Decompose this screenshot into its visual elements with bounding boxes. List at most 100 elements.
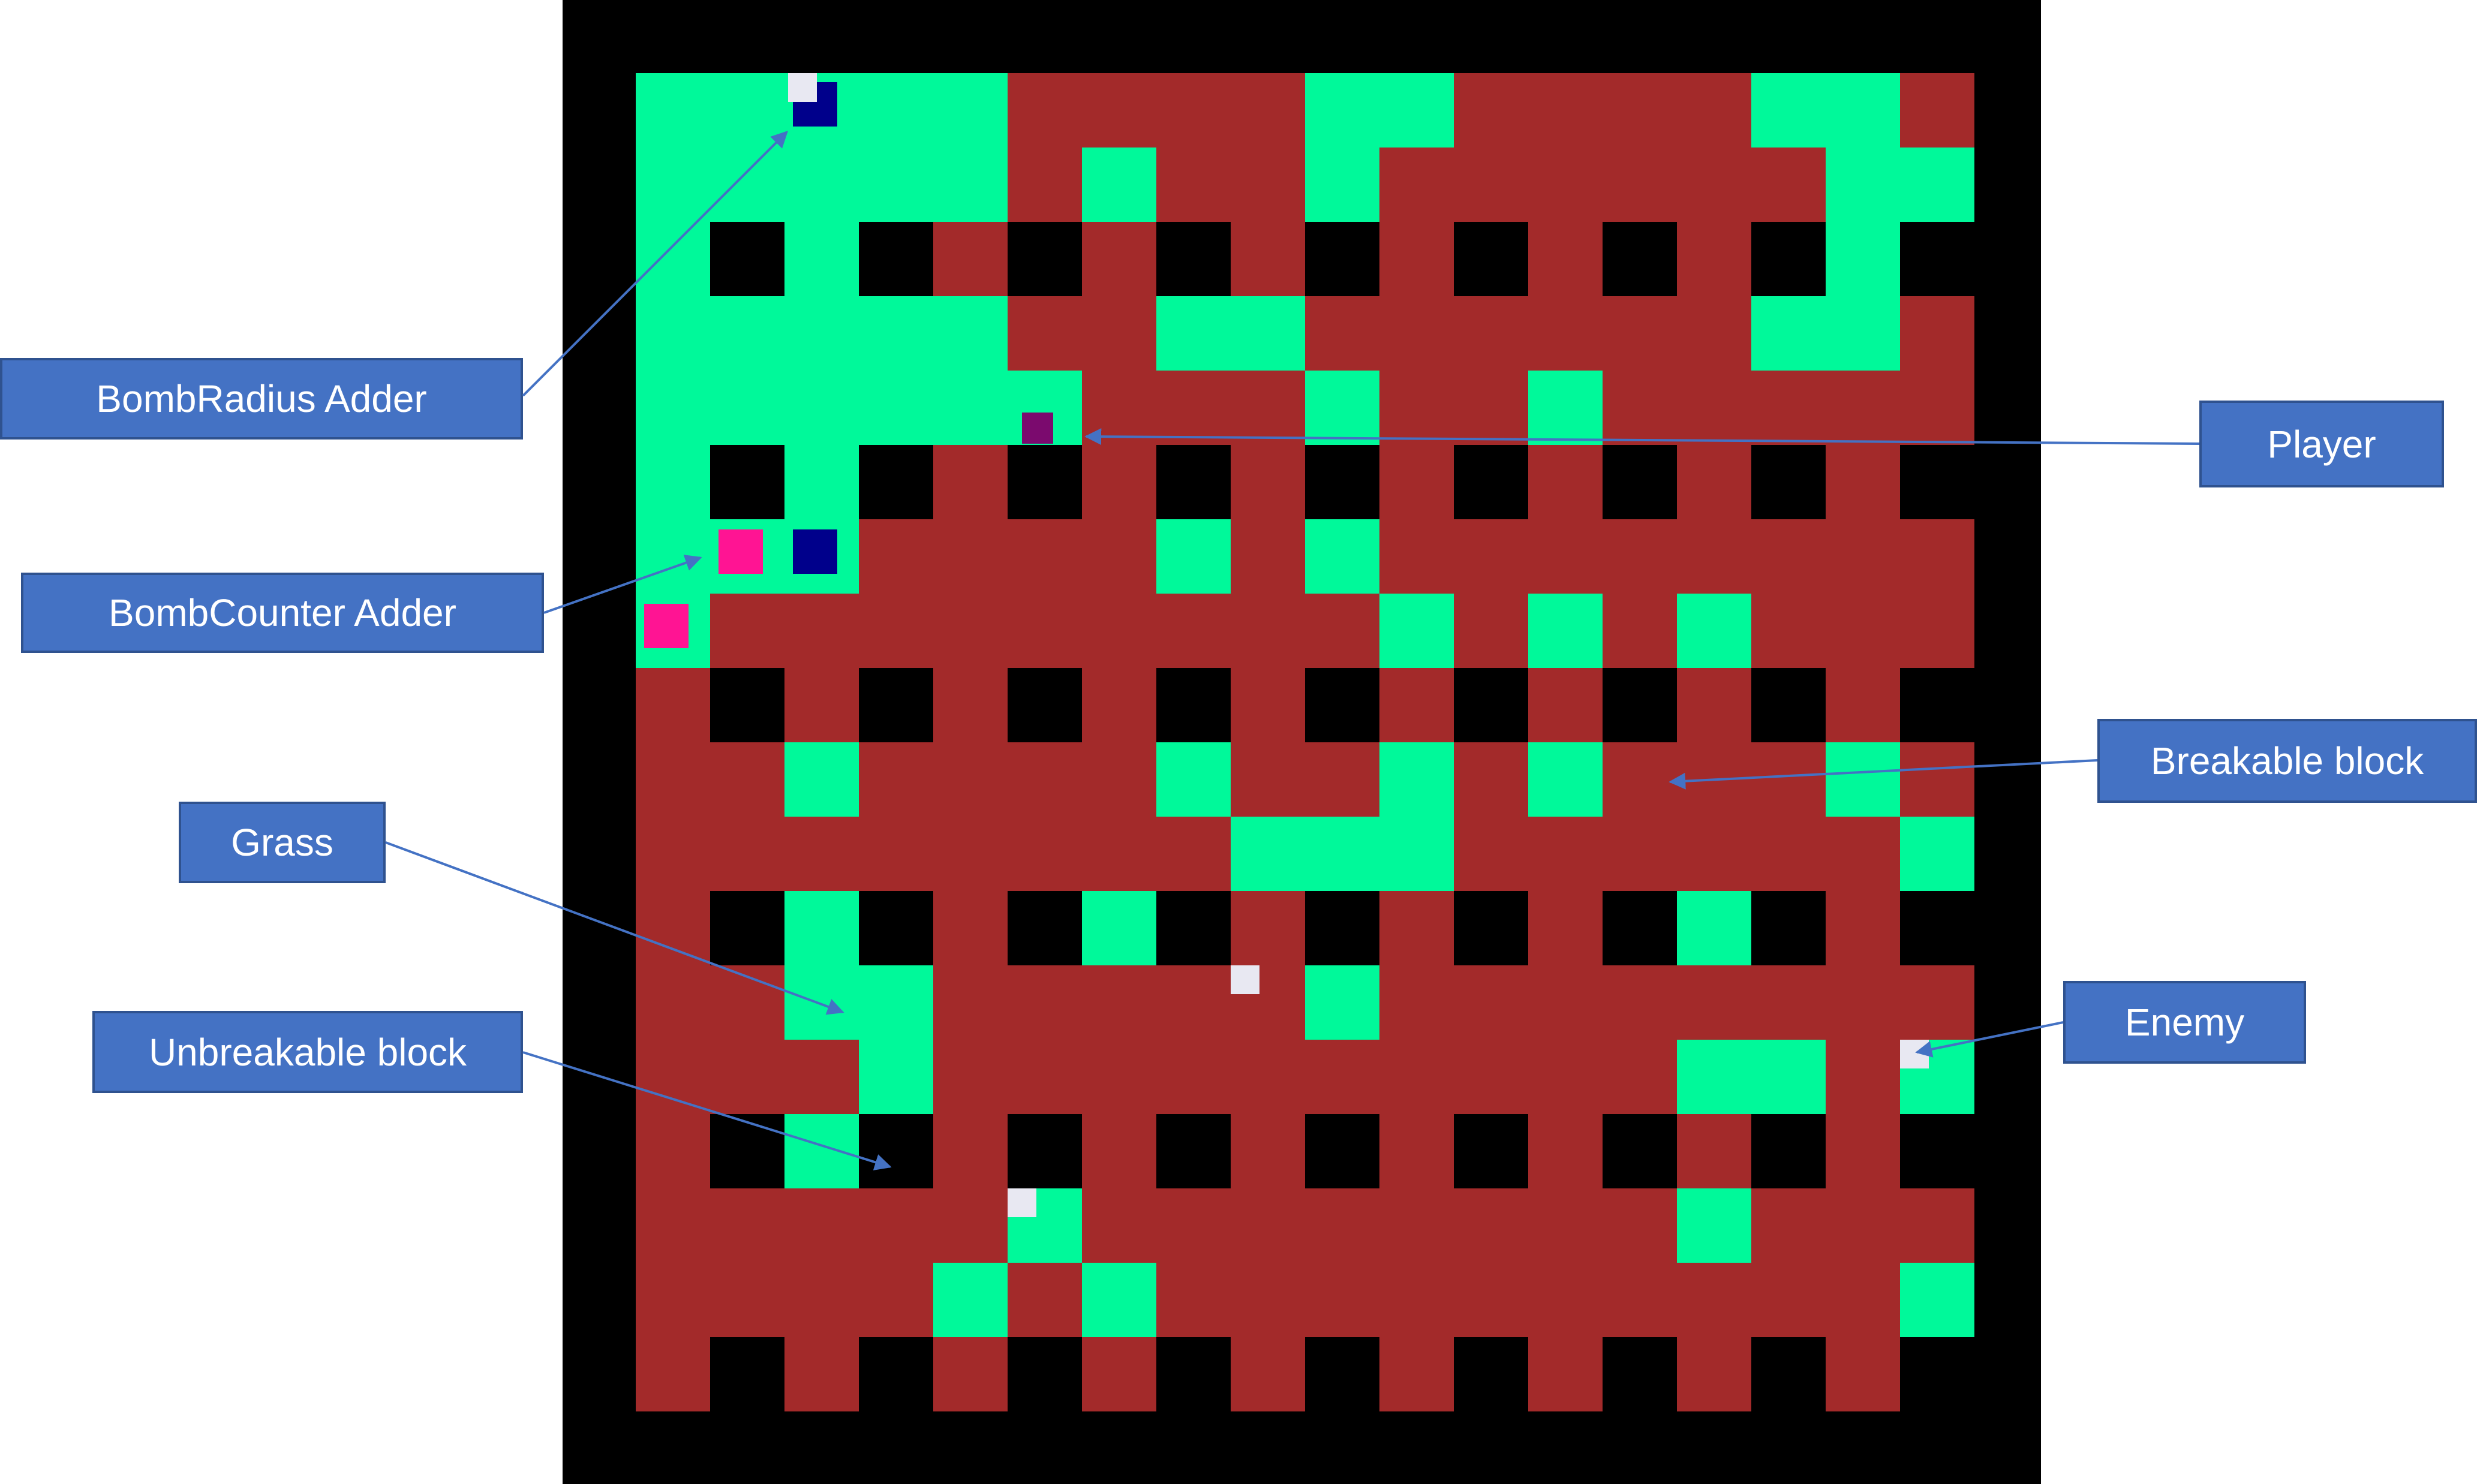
breakable-block [933,1337,1008,1411]
grass-tile [1528,594,1603,668]
breakable-block [1454,594,1528,668]
breakable-block [1528,1188,1603,1263]
grass-tile [1231,817,1305,891]
breakable-block [1231,891,1305,965]
breakable-block [1231,594,1305,668]
breakable-block [933,668,1008,742]
unbreakable-block [1751,891,1826,965]
breakable-block [1305,1188,1379,1263]
breakable-block [1677,965,1751,1040]
breakable-block [1677,222,1751,296]
breakable-block [933,742,1008,817]
grass-tile [1528,371,1603,445]
grass-tile [859,965,933,1040]
breakable-block [1454,965,1528,1040]
breakable-block [1528,817,1603,891]
unbreakable-block [1454,1114,1528,1188]
breakable-block [1454,1040,1528,1114]
unbreakable-block [710,891,784,965]
breakable-block [784,1337,859,1411]
breakable-block [1305,742,1379,817]
grass-tile [859,148,933,222]
grass-tile [859,296,933,371]
grass-tile [636,148,710,222]
breakable-block [1751,742,1826,817]
breakable-block [859,594,933,668]
unbreakable-block [1305,668,1379,742]
breakable-block [1528,965,1603,1040]
grass-tile [636,222,710,296]
breakable-block [1231,1337,1305,1411]
unbreakable-block [1603,222,1677,296]
breakable-block [933,1188,1008,1263]
grass-tile [1305,817,1379,891]
breakable-block [1008,594,1082,668]
breakable-block [1379,668,1454,742]
breakable-block [1008,965,1082,1040]
breakable-block [1082,742,1156,817]
unbreakable-block [1603,1337,1677,1411]
breakable-block [1751,817,1826,891]
grass-tile [1826,742,1900,817]
unbreakable-block [710,1114,784,1188]
breakable-block [1826,1337,1900,1411]
label-bomb-radius-adder: BombRadius Adder [0,358,523,440]
grass-tile [636,296,710,371]
breakable-block [1677,296,1751,371]
breakable-block [784,1188,859,1263]
unbreakable-block [1454,222,1528,296]
breakable-block [1008,817,1082,891]
breakable-block [1603,519,1677,594]
breakable-block [1379,1337,1454,1411]
breakable-block [1751,371,1826,445]
label-enemy: Enemy [2063,981,2306,1064]
bomb-counter-adder [719,529,763,574]
breakable-block [1231,1188,1305,1263]
grass-tile [1156,296,1231,371]
grass-tile [1379,594,1454,668]
enemy [1231,965,1259,994]
breakable-block [1826,1040,1900,1114]
grass-tile [784,371,859,445]
breakable-block [1082,371,1156,445]
breakable-block [784,668,859,742]
breakable-block [1677,742,1751,817]
breakable-block [710,594,784,668]
breakable-block [1008,742,1082,817]
grass-tile [1826,148,1900,222]
breakable-block [1231,668,1305,742]
grass-tile [1677,1040,1751,1114]
breakable-block [1751,148,1826,222]
breakable-block [1156,1188,1231,1263]
breakable-block [1082,73,1156,148]
breakable-block [1603,1188,1677,1263]
breakable-block [1603,594,1677,668]
grass-tile [636,73,710,148]
breakable-block [1454,1188,1528,1263]
breakable-block [1677,1263,1751,1337]
breakable-block [1826,891,1900,965]
grass-tile [784,296,859,371]
grass-tile [784,1114,859,1188]
breakable-block [1826,445,1900,519]
unbreakable-block [1305,1114,1379,1188]
grass-tile [933,296,1008,371]
breakable-block [1305,594,1379,668]
breakable-block [1231,1040,1305,1114]
unbreakable-block [1900,1114,1974,1188]
breakable-block [1379,891,1454,965]
breakable-block [933,1040,1008,1114]
grass-tile [1379,73,1454,148]
grass-tile [1751,1040,1826,1114]
breakable-block [1826,668,1900,742]
grass-tile [1677,594,1751,668]
breakable-block [1008,1263,1082,1337]
breakable-block [1603,817,1677,891]
breakable-block [933,594,1008,668]
label-grass: Grass [179,802,386,883]
breakable-block [1677,148,1751,222]
unbreakable-block [1008,1114,1082,1188]
grass-tile [1826,296,1900,371]
breakable-block [636,1188,710,1263]
breakable-block [710,1040,784,1114]
